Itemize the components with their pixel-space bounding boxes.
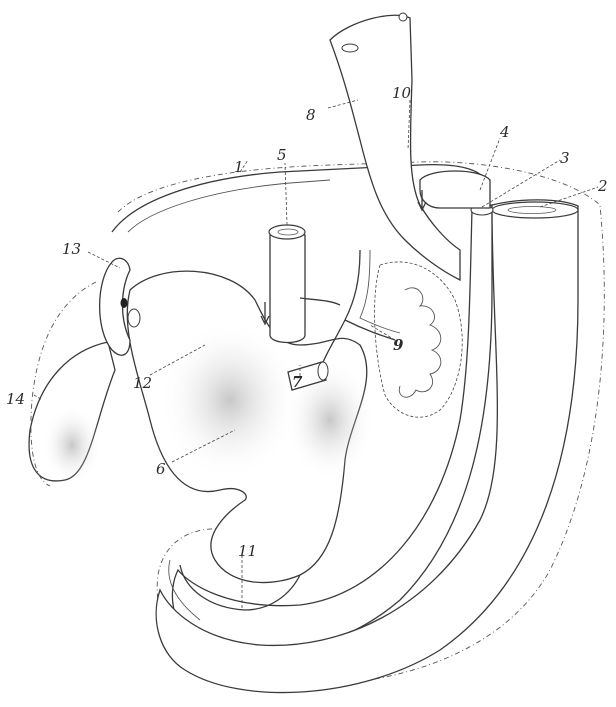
label-2: 2 bbox=[597, 177, 608, 195]
label-14: 14 bbox=[6, 390, 25, 408]
dark-spot bbox=[121, 298, 128, 308]
gland-lobules bbox=[399, 288, 441, 397]
label-8: 8 bbox=[306, 106, 316, 124]
gland-outline bbox=[375, 262, 463, 417]
duct-10 bbox=[330, 15, 460, 280]
tube-2-opening bbox=[492, 202, 578, 218]
vessel-5-opening bbox=[269, 225, 305, 239]
label-10: 10 bbox=[392, 84, 412, 102]
duct-opening-b bbox=[399, 13, 407, 21]
shade-14 bbox=[42, 405, 102, 485]
label-11: 11 bbox=[238, 542, 257, 560]
label-5: 5 bbox=[277, 146, 287, 164]
label-7: 7 bbox=[292, 373, 303, 391]
structure-13-opening bbox=[128, 309, 140, 327]
label-12: 12 bbox=[133, 374, 152, 392]
tube-7-opening bbox=[318, 362, 328, 380]
label-6: 6 bbox=[156, 460, 166, 478]
label-4: 4 bbox=[499, 123, 510, 141]
duct-opening-a bbox=[342, 44, 358, 52]
label-9: 9 bbox=[393, 336, 404, 354]
label-13: 13 bbox=[62, 240, 81, 258]
vessel-5 bbox=[270, 235, 305, 343]
label-1: 1 bbox=[234, 158, 244, 176]
structure-4 bbox=[420, 171, 490, 208]
shade-6 bbox=[160, 320, 300, 480]
structure-1-inner bbox=[128, 180, 330, 232]
label-3: 3 bbox=[560, 149, 570, 167]
duct-9-outline bbox=[360, 250, 400, 333]
